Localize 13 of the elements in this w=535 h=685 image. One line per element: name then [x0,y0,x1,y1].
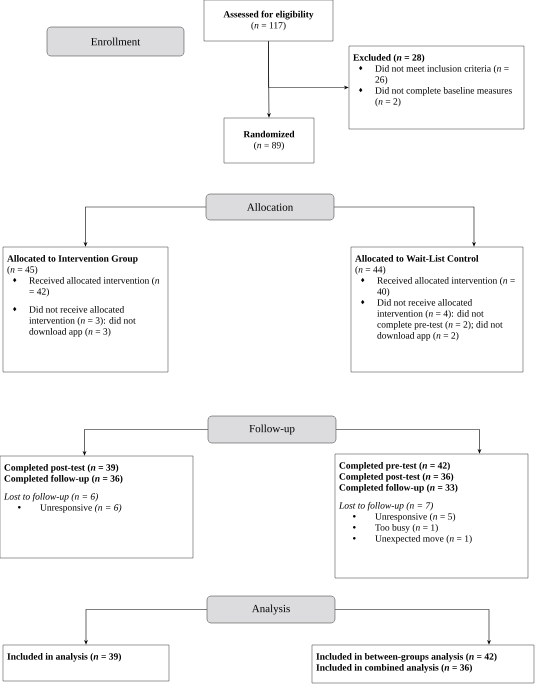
stage-label-box: Follow-up [208,416,336,444]
follow-up-box: Completed pre-test (n = 42) Completed post-test (n = 36) Completed follow-up (n = 33) Lost to follow-up (n = 7) Unresponsive (n = 5) Too busy (n = 1) Unexpected move (n = 1) [334,454,528,578]
stage-label-box: Analysis [206,596,336,624]
follow-up-box: Completed post-test (n = 39) Completed follow-up (n = 36) Lost to follow-up (n = 6) Unresponsive (n = 6) [0,456,194,558]
allocation-box: Allocated to Intervention Group (n = 45) Received allocated intervention (n = 42) Did not receive allocated intervention (n = 3): did not download app (n = 3) [2,246,168,372]
process-box: Assessed for eligibility (n = 117) [204,0,334,42]
exclusion-box: Excluded (n = 28) Did not meet inclusion criteria (n = 26) Did not complete baseline measures (n = 2) [348,46,524,130]
analysis-box: Included in analysis (n = 39) [2,644,170,682]
stage-label-box: Allocation [206,194,334,220]
stage-label-box: Enrollment [46,26,184,56]
analysis-box: Included in between-groups analysis (n = 42) Included in combined analysis (n = 36) [312,644,534,684]
allocation-box: Allocated to Wait-List Control (n = 44) Received allocated intervention (n = 40) Did not receive allocated intervention (n = 4): did not complete pre-test (n = 2); did not download app (n = 2) [350,246,524,372]
process-box: Randomized (n = 89) [224,118,314,164]
